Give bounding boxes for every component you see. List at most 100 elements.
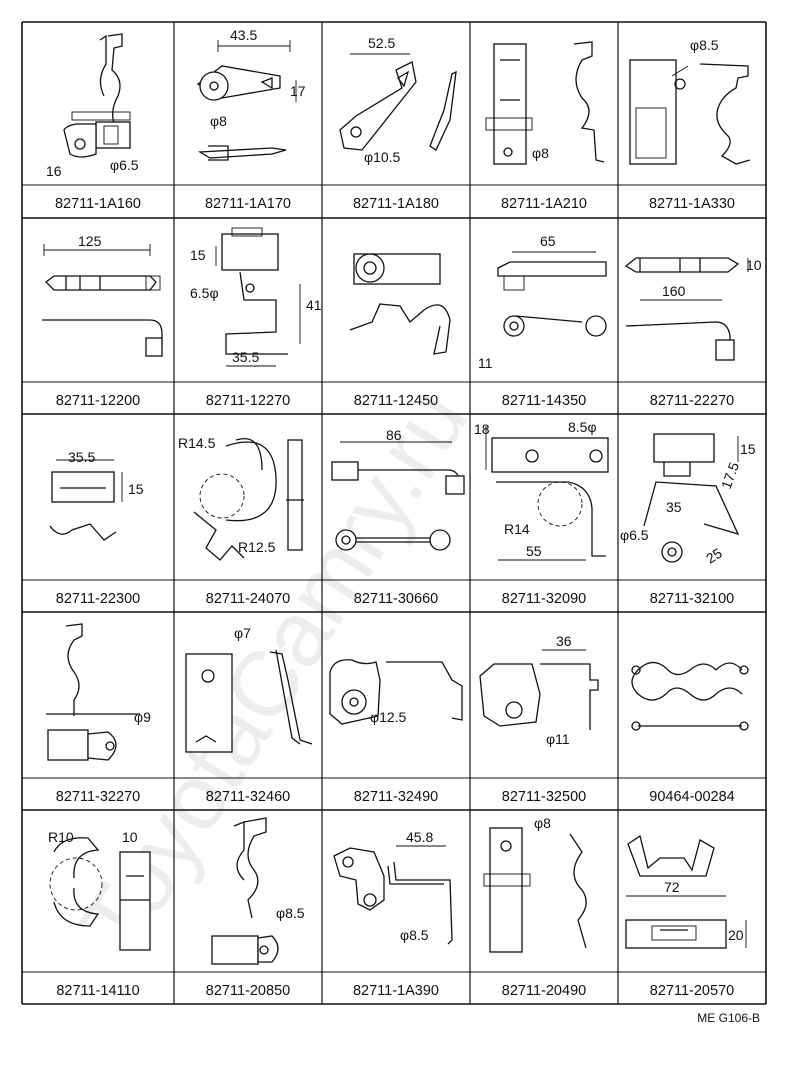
part-number: 82711-14110 bbox=[56, 983, 139, 999]
clamp-drawing-23 bbox=[333, 847, 453, 945]
dimension-label: 35.5 bbox=[68, 449, 95, 465]
clamp-drawing-21 bbox=[49, 837, 151, 951]
dimension-label: φ11 bbox=[546, 731, 570, 747]
dimension-label: φ8 bbox=[534, 815, 551, 831]
part-number: 82711-12450 bbox=[354, 393, 438, 409]
part-number: 90464-00284 bbox=[649, 789, 734, 805]
part-number: 82711-24070 bbox=[206, 591, 290, 607]
dimension-label: R10 bbox=[48, 829, 74, 845]
dimension-label: 17 bbox=[290, 83, 306, 99]
dimension-label: 52.5 bbox=[368, 35, 395, 51]
clamp-drawing-14 bbox=[491, 437, 609, 557]
dimension-label: R14.5 bbox=[178, 435, 216, 451]
dimension-label: 15 bbox=[128, 481, 144, 497]
clamp-drawing-18 bbox=[329, 659, 463, 725]
dimension-label: 25 bbox=[703, 545, 725, 567]
part-number: 82711-22300 bbox=[56, 591, 140, 607]
clamp-drawing-3 bbox=[339, 61, 457, 151]
clamp-drawing-16 bbox=[46, 623, 140, 761]
part-number: 82711-1A390 bbox=[353, 983, 439, 999]
dimension-label: 17.5 bbox=[718, 460, 742, 491]
part-number: 82711-20570 bbox=[650, 983, 734, 999]
dimension-label: 36 bbox=[556, 633, 572, 649]
dimension-label: 10 bbox=[122, 829, 138, 845]
clamp-drawing-9 bbox=[497, 261, 607, 337]
part-number: 82711-32460 bbox=[206, 789, 290, 805]
clamp-drawing-22 bbox=[211, 817, 279, 965]
part-number: 82711-1A170 bbox=[205, 196, 291, 212]
part-number: 82711-12270 bbox=[206, 393, 290, 409]
dimension-label: 45.8 bbox=[406, 829, 433, 845]
dimension-label: 125 bbox=[78, 233, 102, 249]
dimension-label: 18 bbox=[474, 421, 490, 437]
dimension-label: φ9 bbox=[134, 709, 151, 725]
dimension-label: 11 bbox=[478, 355, 493, 371]
part-number: 82711-32490 bbox=[354, 789, 438, 805]
dimension-label: φ8 bbox=[210, 113, 227, 129]
dimension-label: 20 bbox=[728, 927, 744, 943]
clamp-drawing-2 bbox=[196, 65, 287, 161]
clamp-drawing-11 bbox=[49, 471, 117, 541]
dimension-label: φ10.5 bbox=[364, 149, 401, 165]
dimension-label: 160 bbox=[662, 283, 686, 299]
dimension-label: φ8.5 bbox=[276, 905, 305, 921]
dimension-label: φ6.5 bbox=[620, 527, 649, 543]
part-number: 82711-1A180 bbox=[353, 196, 439, 212]
dimension-label: 55 bbox=[526, 543, 542, 559]
dimension-label: φ8.5 bbox=[690, 37, 719, 53]
dimension-label: 41 bbox=[306, 297, 322, 313]
clamp-drawing-7 bbox=[221, 227, 288, 355]
part-number: 82711-20850 bbox=[206, 983, 290, 999]
clamp-drawing-1 bbox=[63, 33, 131, 158]
dimension-label: φ7 bbox=[234, 625, 251, 641]
part-number: 82711-1A330 bbox=[649, 196, 735, 212]
part-number: 82711-30660 bbox=[354, 591, 438, 607]
dimension-label: 65 bbox=[540, 233, 556, 249]
dimension-label: φ8.5 bbox=[400, 927, 429, 943]
dimension-label: 6.5φ bbox=[190, 285, 219, 301]
clamp-drawing-10 bbox=[624, 257, 740, 361]
parts-grid bbox=[21, 21, 767, 1005]
clamp-drawing-12 bbox=[193, 438, 304, 561]
dimension-label: 15 bbox=[740, 441, 756, 457]
dimension-label: 8.5φ bbox=[568, 419, 597, 435]
dimension-labels: 16 φ6.5 43.5 17 φ8 52.5 φ10.5 φ8 φ8.5 125 15 6.5φ 41… bbox=[46, 27, 762, 943]
clamp-drawing-19 bbox=[479, 663, 599, 730]
dimension-label: 10 bbox=[746, 257, 762, 273]
part-number-labels: 82711-1A160 82711-1A170 82711-1A180 82711-1… bbox=[55, 196, 735, 999]
clamp-drawing-13 bbox=[331, 461, 465, 551]
dimension-label: 16 bbox=[46, 163, 62, 179]
clamp-drawing-24 bbox=[483, 827, 587, 953]
clamp-drawing-8 bbox=[349, 253, 451, 355]
dimension-lines bbox=[43, 40, 749, 948]
clamp-drawings bbox=[42, 33, 751, 965]
dimension-label: R12.5 bbox=[238, 539, 276, 555]
dimension-label: φ6.5 bbox=[110, 157, 139, 173]
part-number: 82711-12200 bbox=[56, 393, 140, 409]
part-number: 82711-32100 bbox=[650, 591, 734, 607]
sheet-reference: ME G106-B bbox=[697, 1011, 760, 1025]
clamp-drawing-17 bbox=[185, 649, 313, 753]
dimension-label: 86 bbox=[386, 427, 402, 443]
part-number: 82711-32500 bbox=[502, 789, 586, 805]
part-number: 82711-20490 bbox=[502, 983, 586, 999]
dimension-label: 15 bbox=[190, 247, 206, 263]
part-number: 82711-32270 bbox=[56, 789, 140, 805]
clamp-drawing-20 bbox=[631, 661, 749, 731]
part-number: 82711-1A160 bbox=[55, 196, 141, 212]
clamp-drawing-5 bbox=[629, 59, 751, 165]
dimension-label: 72 bbox=[664, 879, 680, 895]
dimension-label: 43.5 bbox=[230, 27, 257, 43]
part-number: 82711-32090 bbox=[502, 591, 586, 607]
clamp-drawing-25 bbox=[625, 834, 727, 949]
dimension-label: φ12.5 bbox=[370, 709, 407, 725]
dimension-label: 35.5 bbox=[232, 349, 259, 365]
clamp-drawing-6 bbox=[42, 275, 163, 357]
dimension-label: φ8 bbox=[532, 145, 549, 161]
dimension-label: R14 bbox=[504, 521, 530, 537]
part-number: 82711-1A210 bbox=[501, 196, 587, 212]
clamp-drawing-4 bbox=[485, 41, 605, 165]
part-number: 82711-22270 bbox=[650, 393, 734, 409]
dimension-label: 35 bbox=[666, 499, 682, 515]
